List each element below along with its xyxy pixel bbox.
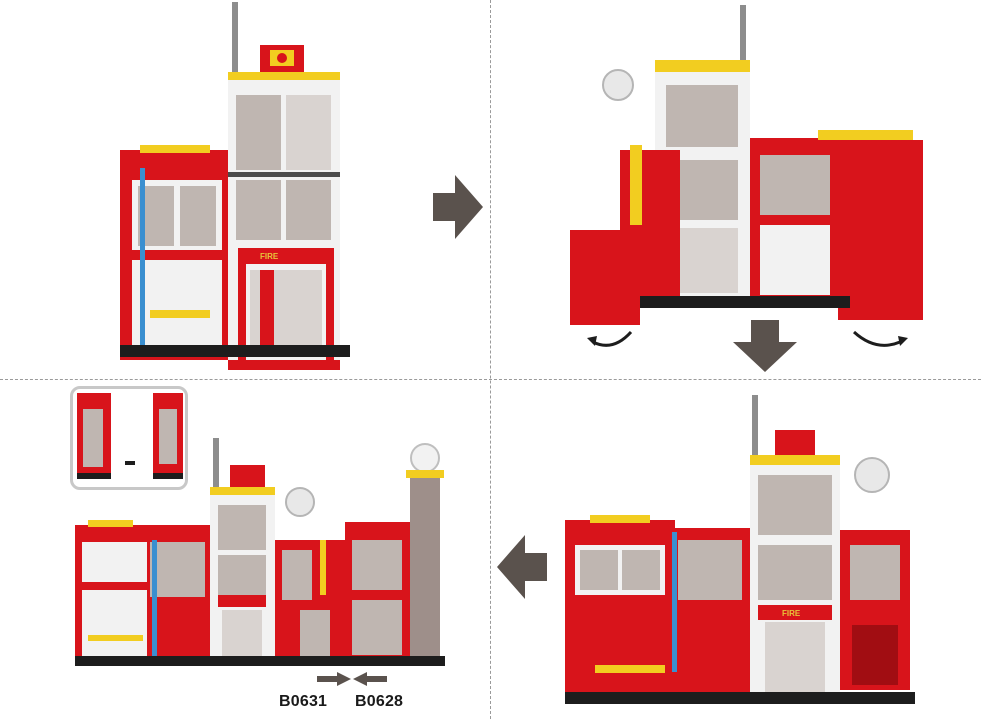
rotate-right-arrow-icon xyxy=(850,328,910,352)
step-4-extended-station xyxy=(70,430,455,670)
inset-callout xyxy=(70,386,188,490)
fire-sign-text: FIRE xyxy=(260,252,279,261)
fire-sign-text-2: FIRE xyxy=(782,609,801,618)
step-2-opening-station xyxy=(570,0,930,350)
connector-arrow-right-icon xyxy=(317,672,351,686)
step-1-folded-station: FIRE xyxy=(110,0,350,375)
connector-arrow-left-icon xyxy=(353,672,387,686)
arrow-down-icon xyxy=(733,320,797,372)
folded-station-illustration: FIRE xyxy=(120,2,350,370)
part-code-right: B0628 xyxy=(355,693,404,710)
horizontal-divider xyxy=(0,379,981,380)
rotate-left-arrow-icon xyxy=(585,328,635,352)
inset-connection-illustration xyxy=(77,393,183,479)
open-station-illustration: FIRE xyxy=(565,395,915,704)
opening-station-illustration xyxy=(570,5,923,325)
arrow-left-icon xyxy=(497,535,547,599)
vertical-divider xyxy=(490,0,491,719)
extended-station-illustration xyxy=(75,438,445,666)
arrow-right-icon xyxy=(433,175,483,240)
step-3-open-station: FIRE xyxy=(560,390,940,710)
part-code-left: B0631 xyxy=(279,693,328,710)
